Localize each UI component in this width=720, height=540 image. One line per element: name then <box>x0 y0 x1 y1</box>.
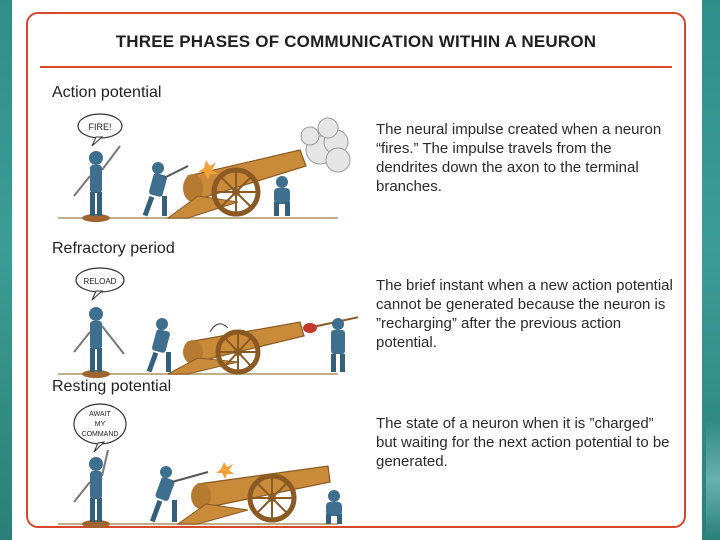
cannon-reloading-illustration: RELOAD <box>58 267 358 378</box>
section-label: Refractory period <box>52 240 175 257</box>
gunner-soldier-icon <box>146 318 171 373</box>
gunner-soldier-icon <box>142 162 189 217</box>
speech-bubble-icon: AWAIT MY COMMAND <box>73 403 127 453</box>
crouching-soldier-icon <box>326 490 342 524</box>
speech-bubble-text: RELOAD <box>84 277 117 286</box>
ramrod-soldier-icon <box>303 316 358 372</box>
commander-soldier-icon <box>73 449 110 528</box>
section-label: Action potential <box>52 84 162 101</box>
speech-bubble-line: AWAIT <box>89 411 111 418</box>
cannon-firing-illustration: FIRE! <box>58 113 351 222</box>
section-description: The neural impulse created when a neuron… <box>376 121 662 195</box>
section-label: Resting potential <box>52 378 172 395</box>
cannon-icon <box>167 321 305 375</box>
cannon-icon <box>166 149 307 219</box>
cannon-icon <box>176 462 331 525</box>
speech-bubble-icon: FIRE! <box>77 113 123 147</box>
cannon-waiting-illustration: AWAIT MY COMMAND <box>58 403 342 528</box>
speech-bubble-icon: RELOAD <box>75 267 125 301</box>
speech-bubble-line: MY <box>95 421 106 428</box>
speech-bubble-text: FIRE! <box>88 122 111 132</box>
section-description: The brief instant when a new action pote… <box>376 277 673 351</box>
gunner-soldier-icon <box>150 466 209 523</box>
smoke-cloud-icon <box>300 117 351 173</box>
diagram-title: THREE PHASES OF COMMUNICATION WITHIN A N… <box>115 32 597 51</box>
crouching-soldier-icon <box>274 176 290 216</box>
commander-soldier-icon <box>73 145 121 222</box>
speech-bubble-line: COMMAND <box>82 431 119 438</box>
title-divider <box>40 66 672 68</box>
section-description: The state of a neuron when it is ”charge… <box>376 415 670 470</box>
commander-soldier-icon <box>73 307 125 378</box>
slide: THREE PHASES OF COMMUNICATION WITHIN A N… <box>12 0 702 540</box>
diagram-panel: THREE PHASES OF COMMUNICATION WITHIN A N… <box>26 12 686 528</box>
edge-accent <box>706 420 720 540</box>
